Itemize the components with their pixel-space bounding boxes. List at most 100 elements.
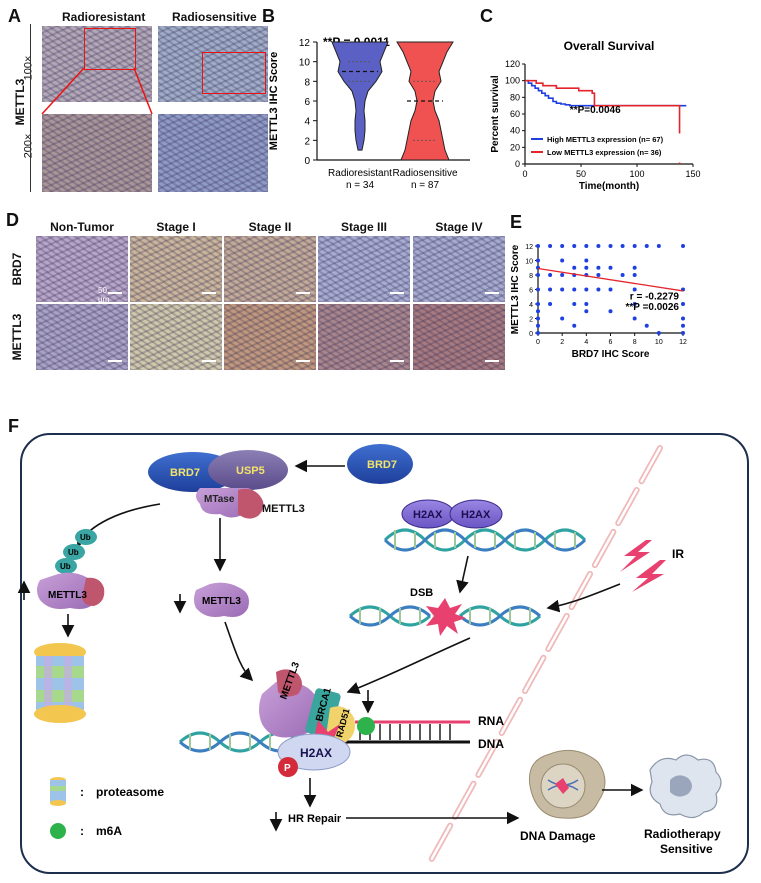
panelE-point (608, 265, 613, 270)
panelE-point (548, 287, 553, 292)
panelA-zoom-lines (41, 67, 153, 115)
panelE-point (572, 323, 577, 328)
panelE-point (536, 316, 540, 321)
h2ax-dna-top (383, 499, 587, 552)
panelE-ytick-label: 12 (525, 244, 533, 251)
mettl3-complex-label: METTL3 (262, 503, 305, 515)
mettl3-ub-label: METTL3 (48, 590, 87, 601)
panelE-xtick-label: 6 (609, 339, 613, 346)
panelD-stage-title-5: Stage IV (435, 220, 483, 234)
dsb-label: DSB (410, 587, 433, 599)
panelE-point (608, 287, 613, 292)
panelB-xtick-label-2: Radiosensitive (392, 168, 457, 179)
brd7-usp5-complex (148, 450, 288, 519)
panelA-zoom-box-sensitive (202, 52, 266, 94)
brd7-complex-label: BRD7 (170, 467, 200, 479)
panelA-title-resistant: Radioresistant (62, 10, 146, 24)
panelF-frame (20, 433, 749, 874)
panelE-point (536, 273, 540, 277)
panelE-xtick-label: 8 (633, 339, 637, 346)
ub-chain (55, 529, 97, 574)
panelE-point (536, 258, 540, 263)
panelE-point (596, 244, 601, 248)
panelE-ylabel: METTL3 IHC Score (510, 244, 521, 334)
panelE-point (584, 244, 589, 248)
panelE-point (596, 287, 601, 292)
panelD-image-mettl3-3 (224, 304, 316, 370)
legend-m6a-label: m6A (96, 824, 122, 838)
panelC-title: Overall Survival (564, 39, 655, 53)
panelA-image-sensitive-200x (158, 114, 268, 192)
ub-label-2: Ub (68, 548, 79, 557)
panelC-xtick-label: 50 (576, 169, 586, 179)
panelD-scalebar-label: 50 μm (98, 286, 110, 304)
panelC-ytick-label: 60 (510, 109, 520, 119)
panelB-n-label-1: n = 34 (346, 180, 375, 191)
panelD-scalebar (202, 360, 216, 362)
panelE-point (632, 244, 637, 248)
panelE-point (681, 323, 685, 328)
panelE-point (656, 244, 661, 248)
panelC-ytick-label: 120 (505, 59, 520, 69)
radio-label-1: Radiotherapy (644, 827, 721, 841)
panelC-series-1 (525, 79, 687, 107)
panelD-image-mettl3-4 (318, 304, 410, 370)
panelE-point (656, 331, 661, 335)
panelE-xtick-label: 10 (655, 339, 663, 346)
panelE-point (681, 331, 685, 335)
panelE-point (620, 273, 625, 277)
panelE-point (572, 244, 577, 248)
panelD-stage-title-4: Stage III (340, 220, 387, 234)
panelE-ytick-label: 2 (529, 317, 533, 324)
panelB-n-label-2: n = 87 (411, 180, 440, 191)
panelE-point (560, 273, 565, 277)
panelE-point (584, 302, 589, 306)
mettl3-reduced (194, 582, 249, 617)
legend-proteasome-icon (50, 777, 66, 806)
panelB-ytick-label: 2 (304, 136, 310, 147)
usp5-label: USP5 (236, 465, 265, 477)
sensitive-cell (649, 754, 722, 819)
panelC-ytick-label: 20 (510, 142, 520, 152)
panelD-scalebar (390, 360, 404, 362)
proteasome-large (34, 643, 86, 723)
panelA-title-sensitive: Radiosensitive (172, 10, 257, 24)
panelB-ytick-label: 12 (299, 38, 311, 49)
free-brd7-label: BRD7 (367, 459, 397, 471)
panelE-point (572, 265, 577, 270)
panel-label-b: B (262, 6, 275, 26)
panelD-image-brd7-4 (318, 236, 410, 302)
panelD-image-mettl3-1 (36, 304, 128, 370)
legend-colon-1: : (80, 785, 84, 799)
panelA-image-resistant-100x (42, 26, 152, 102)
panel-label-e: E (510, 212, 523, 232)
panelB-ytick-label: 8 (304, 77, 310, 88)
dsb-dna (348, 598, 542, 636)
panelE-point (632, 287, 637, 292)
panelC-xtick-label: 150 (685, 169, 700, 179)
panelE-ytick-label: 10 (525, 259, 533, 266)
panelE-ytick-label: 8 (529, 273, 533, 280)
panelE-point (536, 331, 540, 335)
panelE-xtick-label: 4 (584, 339, 588, 346)
panelC-series-2 (525, 79, 681, 164)
panelE-point (536, 244, 540, 248)
panelA-divider (30, 24, 31, 192)
panelD-image-mettl3-2 (130, 304, 222, 370)
panelB-ylabel: METTL3 IHC Score (268, 52, 280, 150)
panelD-stage-title-1: Non-Tumor (50, 220, 114, 234)
panelC-xlabel: Time(month) (579, 181, 639, 192)
panelE-point (596, 273, 601, 277)
panelC-xtick-label: 100 (629, 169, 644, 179)
panelC-legend-label-2: Low METTL3 expression (n= 36) (547, 148, 662, 157)
hr-complex (178, 669, 470, 777)
mettl3-ubiquitinated (37, 572, 105, 609)
panelE-point (536, 287, 540, 292)
panelD-image-brd7-2 (130, 236, 222, 302)
dna-damage-label: DNA Damage (520, 829, 596, 843)
h2ax-label-2: H2AX (461, 509, 491, 521)
ir-lightning (620, 540, 666, 592)
panelB-ytick-label: 10 (299, 58, 311, 69)
